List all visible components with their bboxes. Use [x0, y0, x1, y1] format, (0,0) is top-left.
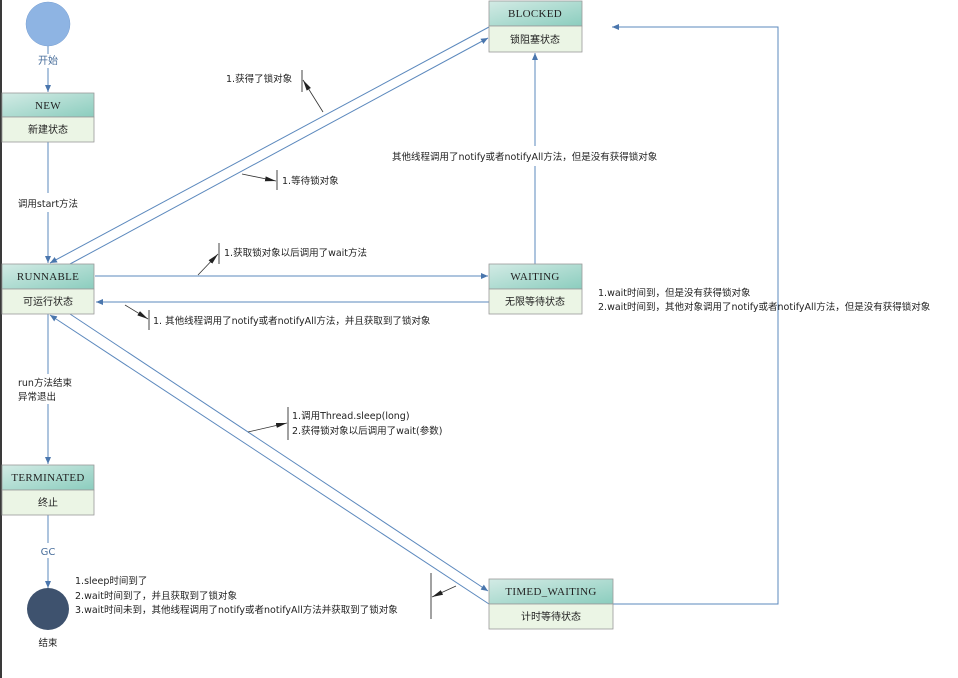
- label-pointer: [197, 253, 219, 276]
- label-bg: [390, 148, 682, 164]
- label-runnable-to-blocked: 1.等待锁对象: [282, 175, 339, 187]
- edge-timed-waiting-to-blocked: [612, 24, 779, 605]
- state-timed-waiting: TIMED_WAITING 计时等待状态: [488, 578, 614, 630]
- label-runnable-to-terminated-2: 异常退出: [18, 391, 56, 403]
- label-timed-waiting-to-runnable-3: 3.wait时间未到，其他线程调用了notify或者notifyAll方法并获取…: [75, 604, 398, 616]
- start-label: 开始: [38, 54, 58, 67]
- label-new-to-runnable: 调用start方法: [18, 198, 78, 210]
- edge-timed-waiting-to-runnable: [49, 314, 490, 605]
- end-label: 结束: [38, 637, 58, 649]
- label-bg: [36, 544, 60, 557]
- state-new-body: [1, 116, 95, 143]
- label-bg: [16, 375, 82, 403]
- edge-runnable-to-blocked: [69, 37, 489, 265]
- state-blocked-header: [488, 0, 583, 27]
- state-blocked: BLOCKED 锁阻塞状态: [488, 0, 583, 53]
- state-timed-waiting-subtitle: 计时等待状态: [521, 610, 581, 623]
- state-waiting-title: WAITING: [510, 271, 559, 283]
- label-timed-waiting-to-runnable-1: 1.sleep时间到了: [75, 575, 147, 587]
- label-timed-waiting-to-blocked-2: 2.wait时间到，其他对象调用了notify或者notifyAll方法，但是没…: [598, 301, 931, 313]
- state-runnable-title: RUNNABLE: [17, 271, 79, 283]
- state-terminated-title: TERMINATED: [11, 472, 84, 484]
- state-blocked-body: [488, 25, 583, 53]
- state-waiting-header: [488, 263, 583, 290]
- label-timed-waiting-to-runnable-2: 2.wait时间到了，并且获取到了锁对象: [75, 590, 238, 602]
- state-terminated-subtitle: 终止: [38, 496, 58, 509]
- edge-runnable-to-timed-waiting: [69, 313, 489, 592]
- state-terminated: TERMINATED 终止: [1, 464, 95, 516]
- end-node: [27, 588, 69, 630]
- label-pointer: [431, 585, 457, 598]
- state-new-title: NEW: [35, 100, 61, 112]
- label-bg: [14, 196, 84, 210]
- label-pointer: [241, 173, 277, 182]
- state-timed-waiting-header: [488, 578, 614, 605]
- edge-blocked-to-runnable: [49, 26, 490, 264]
- label-gc: GC: [41, 547, 56, 558]
- label-blocked-to-runnable: 1.获得了锁对象: [226, 73, 293, 85]
- state-runnable: RUNNABLE 可运行状态: [1, 263, 95, 315]
- state-terminated-body: [1, 489, 95, 516]
- label-runnable-to-timed-waiting-2: 2.获得锁对象以后调用了wait(参数): [292, 425, 442, 437]
- label-runnable-to-waiting: 1.获取锁对象以后调用了wait方法: [224, 247, 367, 259]
- state-waiting-body: [488, 288, 583, 315]
- state-new-subtitle: 新建状态: [28, 123, 68, 136]
- state-timed-waiting-title: TIMED_WAITING: [505, 586, 596, 598]
- label-pointer: [124, 304, 149, 320]
- label-waiting-to-blocked: 其他线程调用了notify或者notifyAll方法，但是没有获得锁对象: [392, 151, 658, 163]
- state-blocked-title: BLOCKED: [508, 8, 562, 20]
- label-pointer: [302, 79, 324, 113]
- label-waiting-to-runnable: 1. 其他线程调用了notify或者notifyAll方法，并且获取到了锁对象: [153, 315, 431, 327]
- state-waiting-subtitle: 无限等待状态: [505, 295, 565, 308]
- state-timed-waiting-body: [488, 603, 614, 630]
- state-runnable-body: [1, 288, 95, 315]
- state-blocked-subtitle: 锁阻塞状态: [510, 33, 560, 46]
- state-new: NEW 新建状态: [1, 92, 95, 143]
- window-left-border: [0, 0, 2, 678]
- label-runnable-to-timed-waiting-1: 1.调用Thread.sleep(long): [292, 411, 410, 422]
- label-pointer: [247, 422, 288, 433]
- state-runnable-subtitle: 可运行状态: [23, 295, 73, 308]
- state-runnable-header: [1, 263, 95, 290]
- label-runnable-to-terminated-1: run方法结束: [18, 377, 72, 389]
- start-node: [25, 1, 71, 47]
- state-new-header: [1, 92, 95, 118]
- label-timed-waiting-to-blocked-1: 1.wait时间到，但是没有获得锁对象: [598, 287, 751, 299]
- state-waiting: WAITING 无限等待状态: [488, 263, 583, 315]
